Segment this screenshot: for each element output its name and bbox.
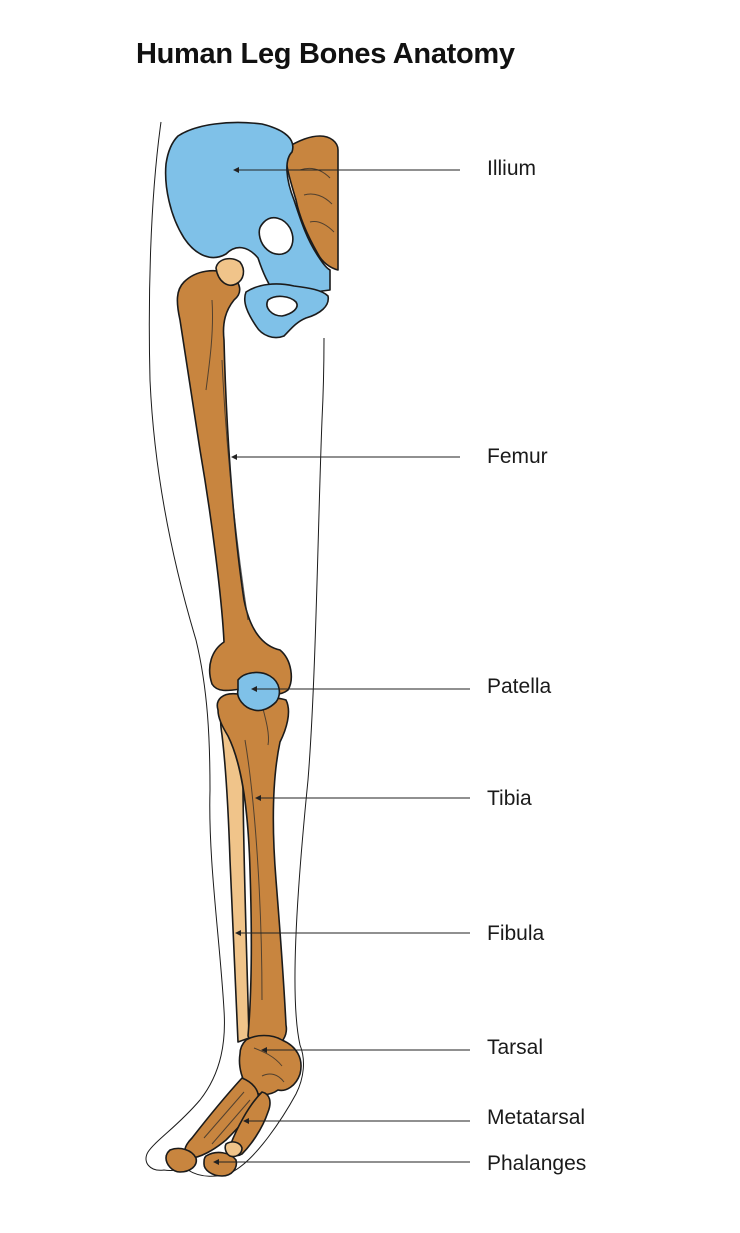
phalanx-second [224,1141,243,1158]
phalanges-bones [165,1147,198,1173]
patella-label: Patella [487,675,552,698]
ischium-hole [266,295,298,317]
metatarsal-hallux [228,1091,271,1157]
femur-label: Femur [487,445,548,468]
tibia-label: Tibia [487,787,532,810]
illium-label: Illium [487,157,537,180]
obturator-foramen [258,216,294,256]
phalanges-label: Phalanges [487,1152,587,1175]
diagram-title: Human Leg Bones Anatomy [136,38,515,70]
tibia-bone [216,692,290,1050]
femur-bone [176,269,293,696]
tarsal-label: Tarsal [487,1036,544,1059]
fibula-label: Fibula [487,922,545,945]
metatarsal-label: Metatarsal [487,1106,586,1129]
leg-skin-outline [145,121,325,1177]
femoral-head [215,257,245,286]
patella-bone [236,671,281,712]
